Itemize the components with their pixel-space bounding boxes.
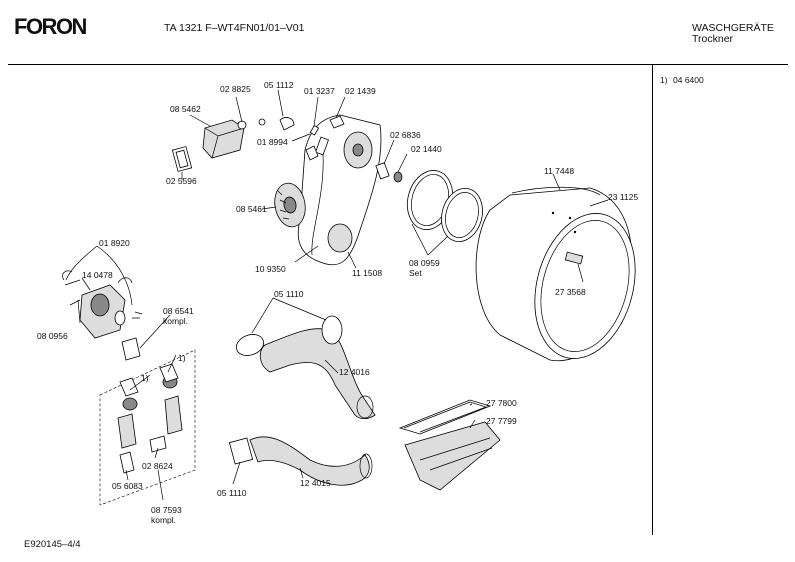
part-label-080959-set: Set <box>409 268 422 278</box>
part-label-028624: 02 8624 <box>142 461 173 471</box>
lower-kit-bracket <box>99 349 196 506</box>
part-label-086541-kompl: kompl. <box>163 316 189 326</box>
part-label-021439: 02 1439 <box>345 86 376 96</box>
part-label-273568: 27 3568 <box>555 287 586 297</box>
part-label-086541: 08 6541 <box>163 306 194 316</box>
duct-hose-lower-illustration <box>228 436 373 486</box>
part-label-087593-kompl: kompl. <box>151 515 177 525</box>
part-label-109350: 10 9350 <box>255 264 286 274</box>
part-label-231125: 23 1125 <box>608 192 639 202</box>
subcategory-title: Trockner <box>692 33 734 45</box>
part-label-028825: 02 8825 <box>220 84 251 94</box>
part-label-085461: 08 5461 <box>236 204 267 214</box>
filter-illustration <box>398 399 501 491</box>
fan-housing-illustration <box>297 114 382 266</box>
part-label-025596: 02 5596 <box>166 176 197 186</box>
part-label-013237: 01 3237 <box>304 86 335 96</box>
leader-lines <box>65 89 609 501</box>
footnote-ref-1: 1) <box>178 353 186 363</box>
part-label-051110-upper: 05 1110 <box>274 289 304 299</box>
brand-logo: FORON <box>14 14 87 39</box>
part-label-277799: 27 7799 <box>486 416 517 426</box>
model-number: TA 1321 F–WT4FN01/01–V01 <box>164 22 305 34</box>
part-label-140478: 14 0478 <box>82 270 113 280</box>
category-title: WASCHGERÄTE <box>692 22 774 34</box>
part-label-018994: 01 8994 <box>257 137 288 147</box>
footnote-part: 04 6400 <box>673 75 704 85</box>
part-label-124016: 12 4016 <box>339 367 370 377</box>
part-label-021440: 02 1440 <box>411 144 442 154</box>
part-label-018920: 01 8920 <box>99 238 130 248</box>
footnote-marker: 1) <box>660 75 668 85</box>
seal-rings-illustration <box>406 170 483 242</box>
part-label-080956: 08 0956 <box>37 331 68 341</box>
document-id: E920145–4/4 <box>24 539 81 550</box>
drum-illustration <box>475 186 636 362</box>
part-label-087593: 08 7593 <box>151 505 182 515</box>
fan-wheel-illustration <box>274 182 306 228</box>
duct-hose-upper-illustration <box>236 315 376 420</box>
notes-column-divider <box>652 65 653 535</box>
lock-kit-illustration <box>117 363 183 474</box>
part-label-056083: 05 6083 <box>112 481 143 491</box>
part-label-085462: 08 5462 <box>170 104 201 114</box>
part-label-080959: 08 0959 <box>409 258 440 268</box>
header-divider <box>8 64 788 65</box>
footnote-ref-2: 1) <box>141 373 149 383</box>
motor-assembly-illustration <box>62 270 143 361</box>
part-label-026836: 02 6836 <box>390 130 421 140</box>
small-parts-top-illustration <box>171 115 403 183</box>
part-label-124015: 12 4015 <box>300 478 331 488</box>
part-label-051112: 05 1112 <box>264 80 294 90</box>
part-label-111508: 11 1508 <box>352 268 383 278</box>
part-label-051110-lower: 05 1110 <box>217 488 247 498</box>
part-label-277800: 27 7800 <box>486 398 517 408</box>
part-label-117448: 11 7448 <box>544 166 575 176</box>
